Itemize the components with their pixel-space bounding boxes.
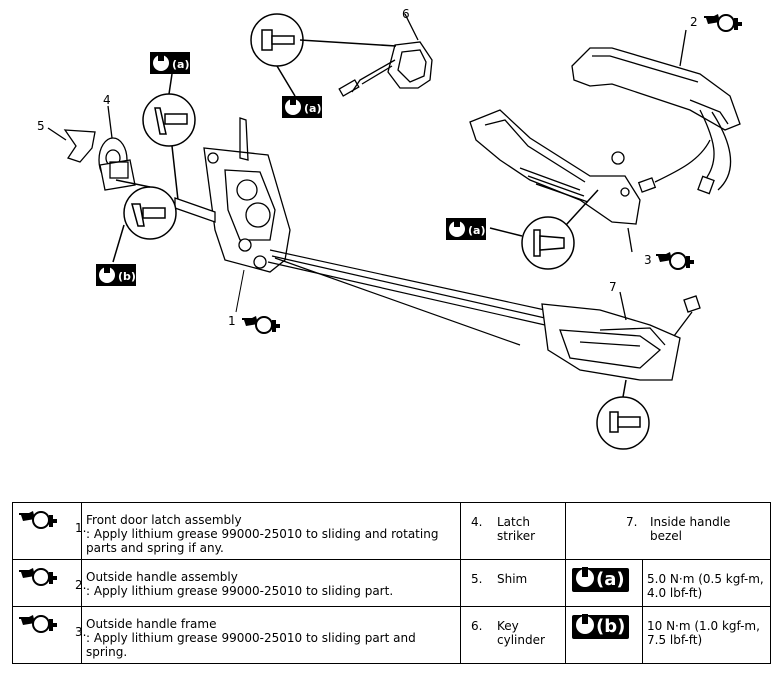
legend-mid-label-3: Key cylinder [497,619,545,647]
legend-icon-cell-2: 2. [12,559,86,607]
wrench-a-icon: (a) [572,567,629,592]
legend-num-3: 3. [75,625,87,639]
bolt-callout-striker [112,179,177,263]
legend-row-1: 1. Front door latch assembly : Apply lit… [12,502,771,560]
callout-6: 6 [402,7,410,21]
callout-4: 4 [103,93,111,107]
grease-icon [19,510,58,529]
legend-row-2: 2. Outside handle assembly : Apply lithi… [12,559,771,607]
legend-icon-cell-1: 1. [12,502,86,560]
legend-num-1: 1. [75,521,87,535]
legend-note-2: : Apply lithium grease 99000-25010 to sl… [86,584,394,598]
screw-callout-frame [489,189,599,270]
grease-icon [19,614,58,633]
wrench-a-icon-top: (a) [150,52,190,74]
legend-note-1: : Apply lithium grease 99000-25010 to sl… [86,527,439,555]
grease-icon-3 [655,251,695,270]
wrench-a-icon-frame: (a) [446,218,486,240]
legend-title-2: Outside handle assembly [86,570,238,584]
legend-torque-icon-a: (a) [565,559,643,607]
legend-mid-2: 5.Shim [460,559,566,607]
legend-row-3: 3. Outside handle frame : Apply lithium … [12,606,771,664]
screw-callout-bezel [596,379,650,450]
latch-striker [98,105,136,191]
svg-text:(a): (a) [304,102,321,115]
legend-right-1: 7.Inside handle bezel [565,502,771,560]
latch-assembly [174,117,291,273]
legend-icon-cell-3: 3. [12,606,86,664]
legend-torque-value-a: 5.0 N·m (0.5 kgf-m, 4.0 lbf-ft) [642,559,771,607]
legend-mid-3: 6.Key cylinder [460,606,566,664]
outside-handle [571,29,741,195]
callout-3: 3 [644,253,652,267]
legend-torque-icon-b: (b) [565,606,643,664]
grease-icon-1 [241,315,281,334]
callout-1: 1 [228,314,236,328]
legend-title-3: Outside handle frame [86,617,217,631]
outside-handle-frame [469,109,641,253]
legend-torque-value-b: 10 N·m (1.0 kgf-m, 7.5 lbf-ft) [642,606,771,664]
legend-right-label-1: Inside handle bezel [650,515,731,543]
cables [267,249,546,346]
legend-num-2: 2. [75,578,87,592]
legend-table: 1. Front door latch assembly : Apply lit… [12,502,771,664]
grease-icon-2 [703,13,743,32]
callout-5: 5 [37,119,45,133]
legend-mid-label-1: Latch striker [497,515,536,543]
svg-text:(b): (b) [118,270,136,283]
shim [47,127,96,163]
legend-title-1: Front door latch assembly [86,513,242,527]
wrench-b-icon: (b) [96,264,136,286]
legend-mid-1: 4.Latch striker [460,502,566,560]
svg-text:(a): (a) [468,224,485,237]
grease-icon [19,567,58,586]
legend-note-3: : Apply lithium grease 99000-25010 to sl… [86,631,416,659]
bolt-callout-key [250,13,397,97]
legend-desc-2: Outside handle assembly : Apply lithium … [81,559,461,607]
legend-mid-label-2: Shim [497,572,528,586]
legend-desc-1: Front door latch assembly : Apply lithiu… [81,502,461,560]
svg-text:(a): (a) [172,58,189,71]
key-cylinder [338,13,433,97]
exploded-diagram: 6 (a) (a) 1 [37,7,743,450]
callout-2: 2 [690,15,698,29]
inside-handle-bezel [541,291,701,381]
legend-desc-3: Outside handle frame : Apply lithium gre… [81,606,461,664]
wrench-b-icon: (b) [572,614,630,639]
callout-7: 7 [609,280,617,294]
wrench-a-icon: (a) [282,96,322,118]
